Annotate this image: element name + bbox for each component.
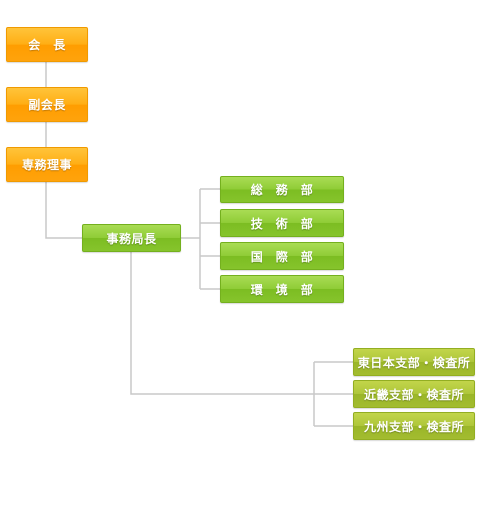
department-label: 総 務 部 [250,183,314,197]
secretary-general-box: 事務局長 [82,224,181,252]
chairman-label: 会 長 [28,38,66,52]
branch-box-kyushu: 九州支部・検査所 [353,412,475,440]
department-box-international: 国 際 部 [220,242,344,270]
branch-box-east-japan: 東日本支部・検査所 [353,348,475,376]
department-box-general-affairs: 総 務 部 [220,176,344,203]
branch-box-kinki: 近畿支部・検査所 [353,380,475,408]
vice-chairman-box: 副会長 [6,87,88,122]
department-box-environment: 環 境 部 [220,275,344,303]
executive-director-box: 専務理事 [6,147,88,182]
chairman-box: 会 長 [6,27,88,62]
branch-label: 九州支部・検査所 [363,419,464,434]
department-box-technical: 技 術 部 [220,209,344,237]
secretary-general-label: 事務局長 [106,231,157,246]
branch-label: 近畿支部・検査所 [363,387,464,402]
executive-director-label: 専務理事 [21,158,72,172]
department-label: 国 際 部 [250,249,314,264]
department-label: 環 境 部 [250,282,314,297]
connector-executive-secretary [45,182,82,239]
branch-label: 東日本支部・検査所 [357,355,471,370]
connector-secretary-branch-trunk [130,252,314,395]
department-label: 技 術 部 [250,216,314,231]
vice-chairman-label: 副会長 [28,98,66,112]
